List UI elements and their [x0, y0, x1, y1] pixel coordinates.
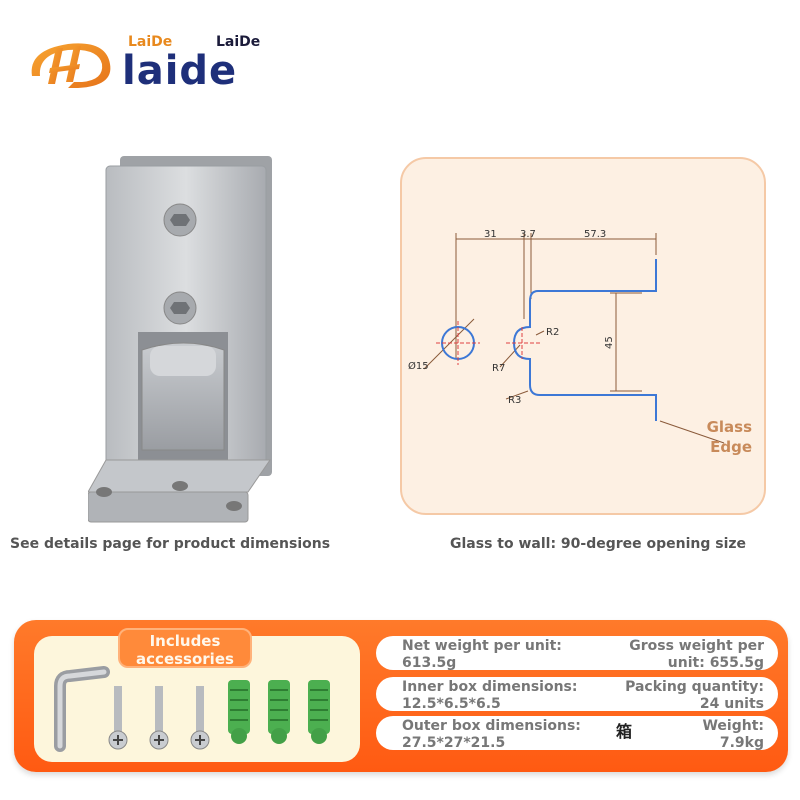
accessories-tag-line2: accessories — [136, 650, 234, 668]
dim-r2: R2 — [546, 327, 559, 338]
packing-quantity-value: 24 units — [699, 696, 764, 711]
screw-icon — [149, 686, 169, 750]
outer-box-spec: Outer box dimensions: 27.5*27*21.5 — [402, 718, 592, 750]
dim-r7: R7 — [492, 363, 505, 374]
net-weight-spec: Net weight per unit: 613.5g — [402, 638, 592, 670]
dimension-drawing: 31 3.7 57.3 45 R2 R7 R3 Ø15 — [408, 229, 725, 444]
spec-banner: Includes accessories — [14, 620, 788, 772]
inner-box-label: Inner box dimensions: — [402, 679, 578, 695]
outer-box-value: 27.5*27*21.5 — [402, 735, 506, 750]
screw-icon — [190, 686, 210, 750]
glass-edge-line1: Glass — [706, 418, 752, 436]
gross-weight-spec: Gross weight per unit: 655.5g — [604, 638, 764, 670]
brand-wordmark: laide — [122, 48, 238, 94]
inner-box-value: 12.5*6.5*6.5 — [402, 696, 501, 711]
accessories-tag: Includes accessories — [118, 628, 252, 668]
dim-r3: R3 — [508, 395, 521, 406]
box-weight-spec: Weight: 7.9kg — [604, 718, 764, 750]
dim-45: 45 — [604, 336, 615, 349]
caption-product-dimensions: See details page for product dimensions — [10, 536, 331, 552]
dim-57-3: 57.3 — [584, 229, 606, 240]
hinge-product-image — [88, 156, 272, 523]
hex-key-icon — [54, 666, 110, 752]
spec-row-inner-box: Inner box dimensions: 12.5*6.5*6.5 Packi… — [376, 677, 778, 711]
brand-label-dark: LaiDe — [216, 34, 261, 50]
glass-edge-line2: Edge — [710, 438, 752, 456]
box-character: 箱 — [616, 722, 633, 741]
net-weight-label: Net weight per unit: — [402, 638, 562, 654]
dim-phi15: Ø15 — [408, 360, 429, 372]
outer-box-label: Outer box dimensions: — [402, 718, 581, 734]
accessories-tag-line1: Includes — [149, 632, 221, 650]
packing-quantity-spec: Packing quantity: 24 units — [604, 679, 764, 711]
wall-anchor-icon — [268, 680, 290, 744]
wall-anchor-icon — [228, 680, 250, 744]
screw-icon — [108, 686, 128, 750]
inner-box-spec: Inner box dimensions: 12.5*6.5*6.5 — [402, 679, 592, 711]
dim-31: 31 — [484, 229, 497, 240]
gross-weight-value: unit: 655.5g — [667, 655, 764, 670]
accessories-illustration — [54, 666, 330, 752]
brand-label-orange: LaiDe — [128, 34, 173, 50]
glass-edge-label: Glass Edge — [707, 417, 752, 457]
wall-anchor-icon — [308, 680, 330, 744]
box-weight-label: Weight: — [702, 718, 764, 734]
dimension-drawing-panel: 31 3.7 57.3 45 R2 R7 R3 Ø15 Glass Edge — [400, 157, 766, 515]
laide-logo-mark-icon — [31, 43, 111, 88]
net-weight-value: 613.5g — [402, 655, 457, 670]
accessories-panel: Includes accessories — [34, 628, 360, 762]
dim-3-7: 3.7 — [520, 229, 536, 240]
spec-row-weight: Net weight per unit: 613.5g Gross weight… — [376, 636, 778, 670]
gross-weight-label: Gross weight per — [629, 638, 764, 654]
box-weight-value: 7.9kg — [719, 735, 764, 750]
brand-logo: LaiDe LaiDe laide — [28, 30, 288, 110]
spec-row-outer-box: Outer box dimensions: 27.5*27*21.5 箱 Wei… — [376, 716, 778, 750]
packing-quantity-label: Packing quantity: — [625, 679, 764, 695]
caption-opening-size: Glass to wall: 90-degree opening size — [450, 536, 747, 552]
